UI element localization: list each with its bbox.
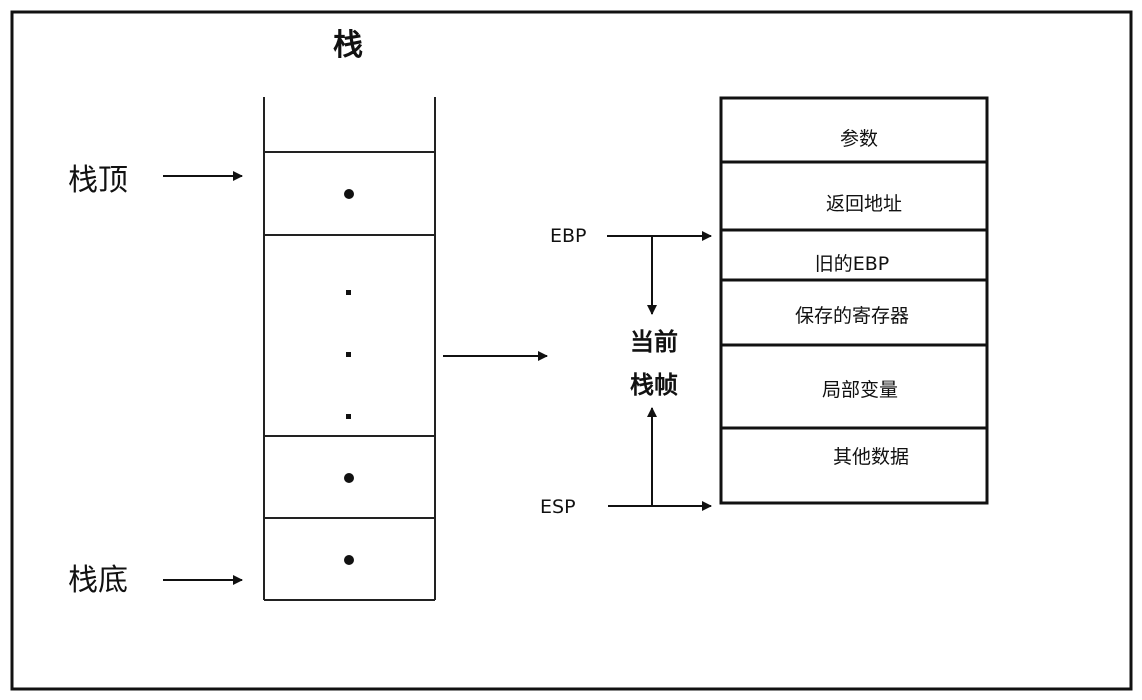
outer-border xyxy=(10,10,1133,691)
ebp-label: EBP xyxy=(550,225,587,247)
current-frame-label: 栈帧 xyxy=(630,371,678,399)
frame-cell-return-address: 返回地址 xyxy=(826,193,902,215)
stack-title: 栈 xyxy=(333,28,363,63)
frame-cell-local-variables: 局部变量 xyxy=(822,379,898,401)
frame-cell-old-ebp: 旧的EBP xyxy=(815,253,890,275)
current-frame-label: 当前 xyxy=(630,328,678,356)
stack-column xyxy=(263,97,436,601)
stack-item-dot xyxy=(344,189,354,199)
frame-cell-saved-registers: 保存的寄存器 xyxy=(795,305,909,327)
ellipsis-dot xyxy=(346,414,351,419)
stack-item-dot xyxy=(344,555,354,565)
esp-label: ESP xyxy=(540,496,576,518)
stack-bottom-label: 栈底 xyxy=(68,563,128,598)
frame-cell-params: 参数 xyxy=(840,128,878,150)
stack-item-dot xyxy=(344,473,354,483)
ellipsis-dot xyxy=(346,290,351,295)
frame-box xyxy=(719,96,989,505)
ellipsis-dot xyxy=(346,352,351,357)
frame-cell-other-data: 其他数据 xyxy=(833,446,909,468)
stack-top-label: 栈顶 xyxy=(68,163,128,198)
